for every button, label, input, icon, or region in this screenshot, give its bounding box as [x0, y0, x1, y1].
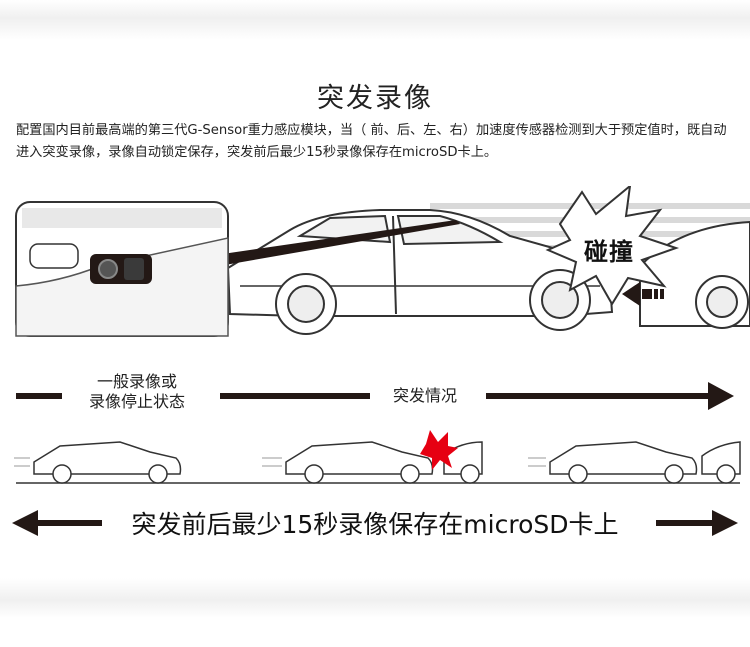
car-icon: [33, 441, 182, 484]
timeline-arrow: [16, 382, 734, 410]
bottom-double-arrow: [12, 510, 738, 536]
arrow-right-icon: [708, 382, 734, 410]
collision-burst-icon: [420, 430, 458, 470]
top-shadow-band: [0, 0, 750, 40]
bottom-caption: 突发前后最少15秒录像保存在microSD卡上: [0, 505, 750, 541]
cars-sequence: [14, 430, 741, 484]
front-car: [639, 220, 750, 329]
car-icon: [226, 209, 614, 335]
impact-label: 碰撞: [584, 238, 634, 266]
speed-marks: [14, 457, 546, 467]
stage-normal-recording: 一般录像或 录像停止状态: [72, 372, 202, 412]
arrow-right-icon: [712, 510, 738, 536]
stage-sudden-event: 突发情况: [380, 386, 470, 406]
car-icon: [549, 441, 741, 484]
description-text: 配置国内目前最高端的第三代G-Sensor重力感应模块，当（ 前、后、左、右）加…: [16, 123, 727, 160]
page-title: 突发录像: [317, 83, 433, 114]
arrow-left-icon: [12, 510, 38, 536]
collision-illustration: [15, 186, 750, 337]
collision-burst-icon: [545, 186, 680, 306]
arrow-left-icon: [622, 282, 664, 306]
bottom-caption-text: 突发前后最少15秒录像保存在microSD卡上: [125, 510, 625, 539]
bottom-shadow-band: [0, 578, 750, 618]
dashcam-inset: [15, 201, 229, 337]
